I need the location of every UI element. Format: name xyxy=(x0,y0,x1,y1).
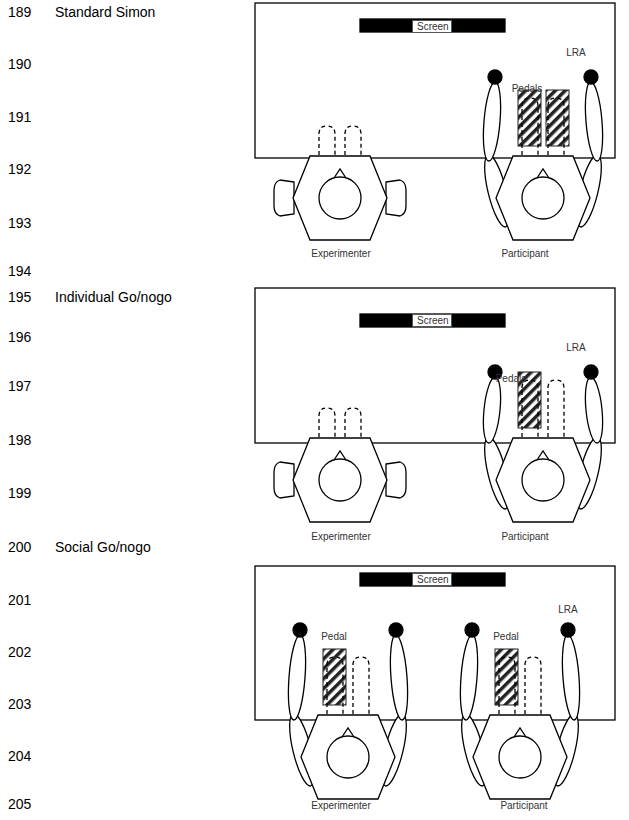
response-device xyxy=(293,623,307,637)
line-number: 196 xyxy=(8,330,31,345)
line-number: 201 xyxy=(8,593,31,608)
panel-title: Individual Go/nogo xyxy=(55,290,172,305)
line-number: 204 xyxy=(8,749,31,764)
line-number: 197 xyxy=(8,379,31,394)
foot-outline xyxy=(522,380,538,444)
body-outline xyxy=(293,156,387,240)
head xyxy=(319,459,361,501)
pedal-label: Pedal xyxy=(321,631,347,642)
foot-pedal xyxy=(546,90,569,146)
foot-outline xyxy=(548,380,564,444)
screen-bar xyxy=(360,314,505,327)
response-device xyxy=(488,70,502,84)
line-number: 192 xyxy=(8,162,31,177)
response-device xyxy=(561,623,575,637)
screen-box: Screen xyxy=(412,314,452,327)
line-number: 193 xyxy=(8,216,31,231)
device-label: LRA xyxy=(566,47,585,58)
arm-segment xyxy=(458,634,480,720)
pedal-label: Pedal xyxy=(493,631,519,642)
body-outline xyxy=(496,156,590,240)
foot-outline xyxy=(353,657,369,721)
line-number: 189 xyxy=(8,5,31,20)
pedal-label: Pedals xyxy=(496,373,527,384)
table-outline xyxy=(255,566,615,720)
nose-marker xyxy=(342,728,354,737)
screen-bar xyxy=(360,19,505,32)
role-label: Experimenter xyxy=(311,800,370,811)
foot-outline xyxy=(548,98,564,162)
response-device xyxy=(584,70,598,84)
nose-marker xyxy=(334,451,346,460)
line-number: 200 xyxy=(8,540,31,555)
head xyxy=(522,459,564,501)
line-number: 190 xyxy=(8,57,31,72)
screen-label: Screen xyxy=(417,315,451,326)
line-number: 194 xyxy=(8,264,31,279)
hand-shape xyxy=(386,180,406,216)
arm-segment xyxy=(481,376,504,444)
line-number: 202 xyxy=(8,645,31,660)
table-outline xyxy=(255,288,615,443)
response-device xyxy=(465,623,479,637)
response-device xyxy=(584,365,598,379)
nose-marker xyxy=(537,169,549,178)
body-outline xyxy=(301,715,395,799)
pedal-label: Pedals xyxy=(512,83,543,94)
screen-label: Screen xyxy=(417,574,451,585)
foot-outline xyxy=(522,98,538,162)
table-outline xyxy=(255,3,615,158)
hand-shape xyxy=(274,180,294,216)
line-number: 203 xyxy=(8,697,31,712)
arm-segment xyxy=(583,81,605,161)
line-number: 191 xyxy=(8,110,31,125)
screen-box: Screen xyxy=(412,573,452,586)
device-label: LRA xyxy=(558,604,577,615)
hand-shape xyxy=(386,462,406,498)
role-label: Participant xyxy=(500,800,547,811)
body-outline xyxy=(293,438,387,522)
screen-label: Screen xyxy=(417,21,451,32)
body-outline xyxy=(496,438,590,522)
hand-shape xyxy=(274,462,294,498)
role-label: Experimenter xyxy=(311,531,370,542)
line-number: 205 xyxy=(8,797,31,812)
head xyxy=(327,736,369,778)
screen-box: Screen xyxy=(412,20,452,33)
head xyxy=(319,177,361,219)
arm-segment xyxy=(286,634,308,720)
nose-marker xyxy=(334,169,346,178)
line-number: 199 xyxy=(8,486,31,501)
screen-bar xyxy=(360,573,505,586)
panel-title: Standard Simon xyxy=(55,5,155,20)
device-label: LRA xyxy=(566,342,585,353)
line-number: 195 xyxy=(8,290,31,305)
arm-segment xyxy=(481,81,503,161)
body-outline xyxy=(473,715,567,799)
role-label: Participant xyxy=(501,531,548,542)
foot-outline xyxy=(525,657,541,721)
head xyxy=(499,736,541,778)
head xyxy=(522,177,564,219)
line-number: 198 xyxy=(8,433,31,448)
panel-title: Social Go/nogo xyxy=(55,540,151,555)
response-device xyxy=(389,623,403,637)
foot-outline xyxy=(499,657,515,721)
nose-marker xyxy=(514,728,526,737)
arm-segment xyxy=(560,634,582,720)
role-label: Experimenter xyxy=(311,248,370,259)
role-label: Participant xyxy=(501,248,548,259)
arm-segment xyxy=(388,634,410,720)
foot-outline xyxy=(327,657,343,721)
arm-segment xyxy=(583,376,606,444)
nose-marker xyxy=(537,451,549,460)
